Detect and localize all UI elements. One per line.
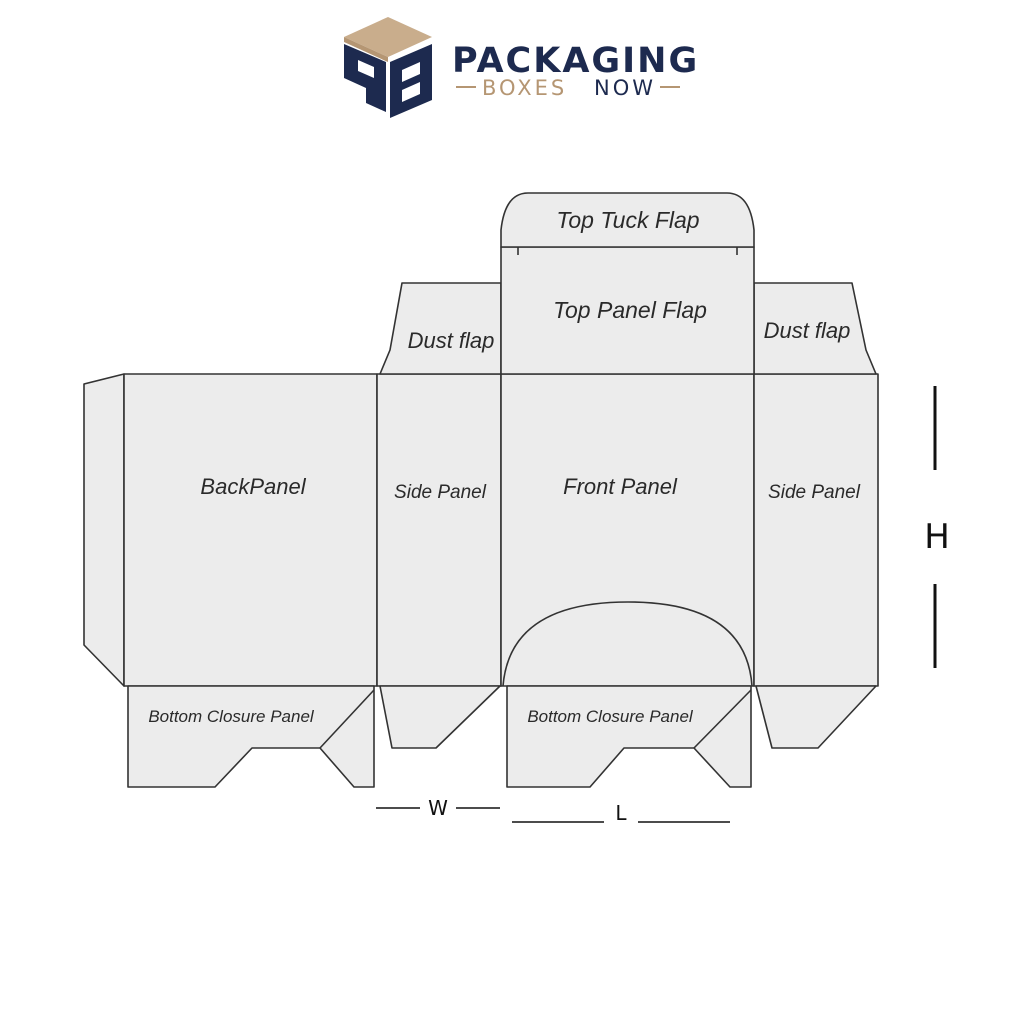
dimension-height: H [924, 386, 950, 668]
svg-text:L: L [615, 801, 627, 825]
bottom-dust-flap-right [755, 685, 877, 749]
back-panel [123, 373, 378, 687]
label-top-panel-flap: Top Panel Flap [553, 297, 707, 323]
side-panel-right [753, 373, 879, 687]
bottom-closure-panel-left [127, 685, 375, 788]
logo-monogram-b [390, 44, 432, 118]
label-side-panel-right: Side Panel [768, 482, 861, 503]
top-panel-flap [500, 246, 755, 375]
label-dust-flap-left: Dust flap [408, 328, 495, 353]
dimension-width: W [376, 796, 500, 820]
svg-text:H: H [924, 517, 950, 557]
brand-logo: PACKAGING BOXES NOW [344, 17, 699, 118]
label-back-panel: BackPanel [200, 474, 306, 499]
glue-flap [83, 373, 125, 687]
label-side-panel-left: Side Panel [394, 482, 487, 503]
front-panel [500, 373, 755, 687]
dust-flap-left [379, 282, 502, 375]
side-panel-left [376, 373, 502, 687]
bottom-closure-panel-right [506, 685, 752, 788]
logo-text-now: NOW [594, 76, 656, 100]
label-bottom-closure-left: Bottom Closure Panel [148, 707, 315, 726]
thumb-notch-arc [502, 601, 753, 687]
logo-text-boxes: BOXES [482, 76, 567, 100]
label-top-tuck-flap: Top Tuck Flap [556, 207, 699, 233]
label-bottom-closure-right: Bottom Closure Panel [527, 707, 694, 726]
logo-text-packaging: PACKAGING [452, 41, 699, 81]
bottom-dust-flap-left [379, 685, 501, 749]
svg-text:W: W [428, 796, 448, 820]
top-tuck-flap [500, 192, 755, 248]
label-front-panel: Front Panel [563, 474, 678, 499]
label-dust-flap-right: Dust flap [764, 318, 851, 343]
dimension-length: L [512, 801, 730, 825]
logo-monogram-p [344, 44, 386, 112]
